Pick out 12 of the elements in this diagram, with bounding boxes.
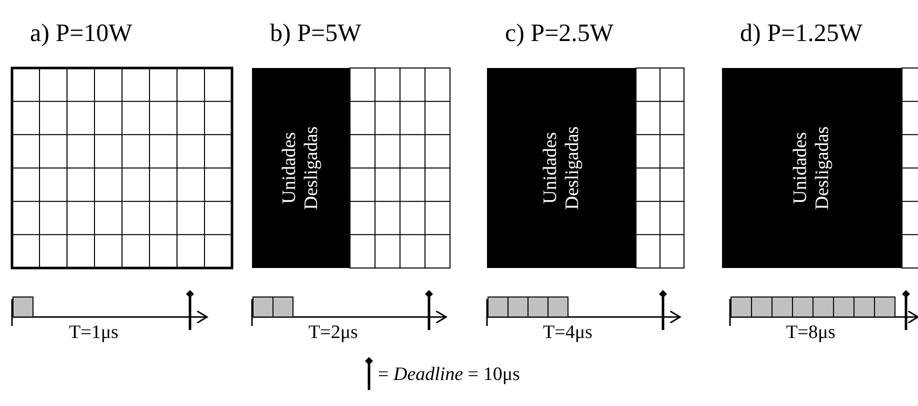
panel-title: c) P=2.5W	[505, 20, 614, 48]
panel-title: d) P=1.25W	[740, 20, 862, 48]
panel-title: b) P=5W	[270, 20, 362, 48]
panel-title: a) P=10W	[30, 20, 132, 48]
rotated-label: Unidades Desligadas	[790, 125, 834, 212]
rotated-label: Unidades Desligadas	[279, 125, 323, 212]
legend-text: = Deadline = 10μs	[378, 364, 520, 386]
duration-label: T=2μs	[308, 322, 358, 344]
duration-label: T=4μs	[543, 322, 592, 344]
duration-label: T=1μs	[69, 322, 118, 344]
duration-label: T=8μs	[786, 322, 836, 344]
rotated-label: Unidades Desligadas	[540, 125, 584, 212]
